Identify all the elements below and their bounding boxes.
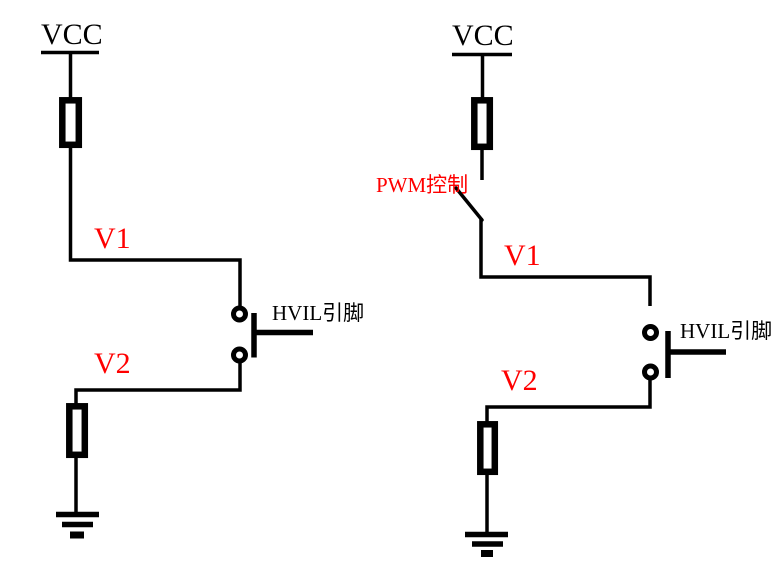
hvil-pin-label-left: HVIL引脚 bbox=[272, 301, 365, 325]
contact-top-icon bbox=[231, 305, 248, 323]
contact-top-icon bbox=[642, 324, 659, 341]
resistor-bottom-icon bbox=[66, 403, 89, 459]
contact-bottom-icon bbox=[642, 363, 659, 381]
resistor-top-icon bbox=[59, 97, 83, 149]
pwm-control-label: PWM控制 bbox=[376, 173, 469, 197]
vcc-label-right: VCC bbox=[452, 19, 514, 52]
v1-label-right: V1 bbox=[504, 239, 541, 272]
contact-bottom-icon bbox=[231, 346, 248, 364]
wire-v1-path bbox=[479, 218, 652, 306]
wire-v2-path bbox=[485, 379, 652, 422]
ground-icon bbox=[465, 531, 508, 557]
v2-label-right: V2 bbox=[501, 364, 538, 397]
resistor-top-icon bbox=[471, 97, 494, 151]
hvil-pin-label-right: HVIL引脚 bbox=[680, 319, 773, 343]
circuit-right bbox=[452, 52, 726, 557]
resistor-bottom-icon bbox=[477, 421, 499, 476]
vcc-label-left: VCC bbox=[41, 18, 103, 51]
v1-label-left: V1 bbox=[94, 222, 131, 255]
v2-label-left: V2 bbox=[94, 347, 131, 380]
ground-icon bbox=[56, 511, 99, 539]
pwm-switch-blade-icon bbox=[454, 186, 484, 222]
wire-v2-path bbox=[74, 362, 242, 404]
circuit-left bbox=[41, 50, 313, 539]
wire-v1-path bbox=[68, 147, 242, 307]
